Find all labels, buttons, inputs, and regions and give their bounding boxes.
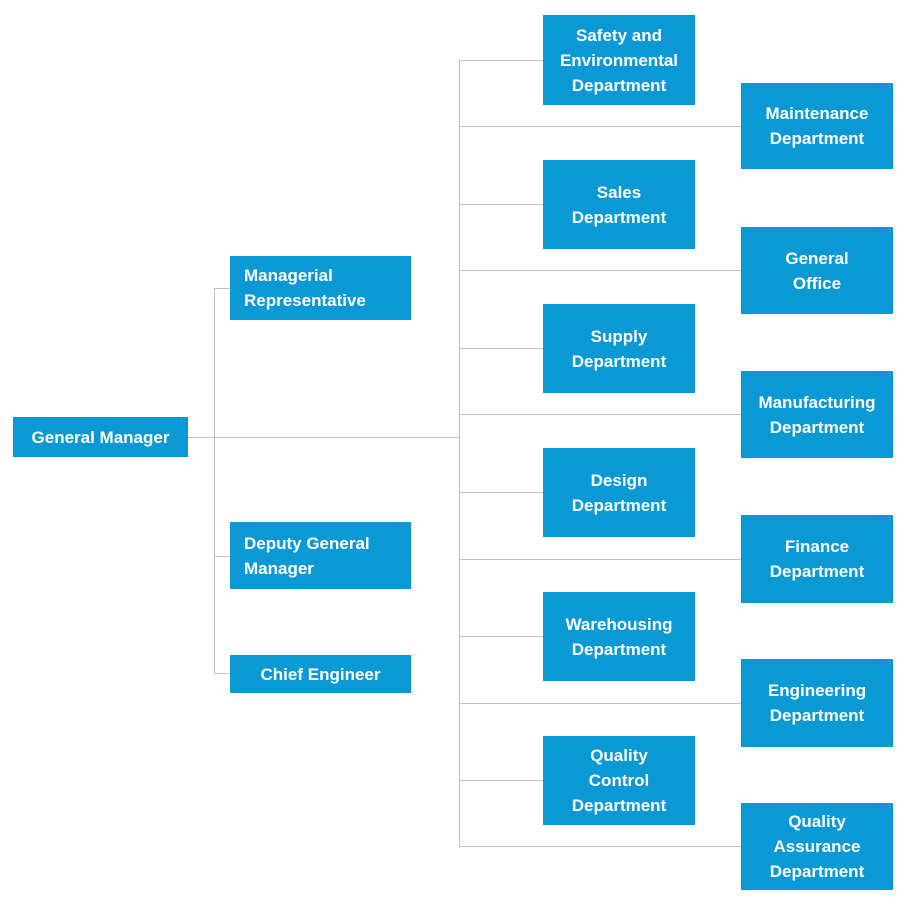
connector-staff-vertical — [214, 288, 215, 674]
connector-supply-department — [459, 348, 543, 349]
connector-general-office — [459, 270, 741, 271]
connector-chief-engineer — [214, 673, 230, 674]
org-node-maintenance-department: Maintenance Department — [741, 83, 893, 169]
connector-department-trunk — [459, 60, 460, 847]
connector-safety-environmental-department — [459, 60, 543, 61]
connector-deputy-general-manager — [214, 556, 230, 557]
connector-manufacturing-department — [459, 414, 741, 415]
org-node-manufacturing-department: Manufacturing Department — [741, 371, 893, 458]
org-node-managerial-representative: Managerial Representative — [230, 256, 411, 320]
org-node-supply-department: Supply Department — [543, 304, 695, 393]
connector-finance-department — [459, 559, 741, 560]
connector-general-manager-to-trunk — [188, 437, 459, 438]
org-node-quality-control-department: Quality Control Department — [543, 736, 695, 825]
org-node-general-office: General Office — [741, 227, 893, 314]
connector-design-department — [459, 492, 543, 493]
connector-engineering-department — [459, 703, 741, 704]
org-node-engineering-department: Engineering Department — [741, 659, 893, 747]
connector-sales-department — [459, 204, 543, 205]
org-node-chief-engineer: Chief Engineer — [230, 655, 411, 693]
connector-managerial-representative — [214, 288, 230, 289]
connector-quality-control-department — [459, 780, 543, 781]
org-node-general-manager: General Manager — [13, 417, 188, 457]
org-node-warehousing-department: Warehousing Department — [543, 592, 695, 681]
connector-maintenance-department — [459, 126, 741, 127]
org-node-sales-department: Sales Department — [543, 160, 695, 249]
org-node-safety-environmental-department: Safety and Environmental Department — [543, 15, 695, 105]
org-node-finance-department: Finance Department — [741, 515, 893, 603]
connector-quality-assurance-department — [459, 846, 741, 847]
org-node-quality-assurance-department: Quality Assurance Department — [741, 803, 893, 890]
org-node-design-department: Design Department — [543, 448, 695, 537]
org-node-deputy-general-manager: Deputy General Manager — [230, 522, 411, 589]
connector-warehousing-department — [459, 636, 543, 637]
